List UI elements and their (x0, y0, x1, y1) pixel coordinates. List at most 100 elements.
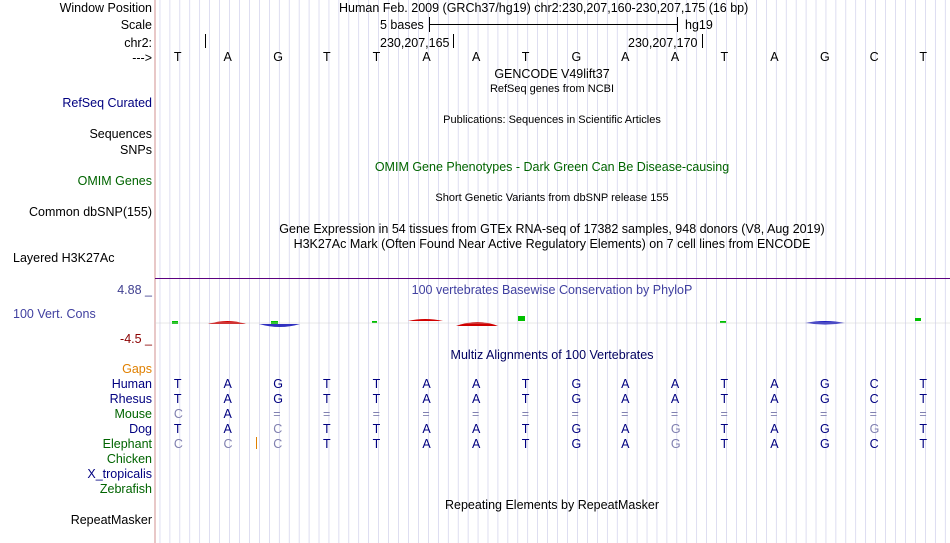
alignment-base: = (621, 407, 629, 421)
species-label-x_tropicalis[interactable]: X_tropicalis (87, 467, 152, 481)
alignment-base: = (919, 407, 927, 421)
alignment-base: A (422, 392, 431, 406)
h3k27ac-track-title[interactable]: H3K27Ac Mark (Often Found Near Active Re… (293, 237, 811, 251)
alignment-base: = (521, 407, 530, 421)
alignment-base: T (322, 392, 331, 406)
alignment-base: A (422, 377, 431, 391)
species-label-rhesus[interactable]: Rhesus (109, 392, 152, 406)
alignment-base: G (819, 437, 830, 451)
conservation-min-label: -4.5 _ (120, 332, 152, 346)
publications-track-title[interactable]: Publications: Sequences in Scientific Ar… (443, 114, 661, 126)
species-label-mouse[interactable]: Mouse (114, 407, 152, 421)
alignment-base: G (819, 422, 830, 436)
phylop-peak-neg (208, 321, 246, 324)
alignment-base: A (422, 422, 431, 436)
scale-label: Scale (120, 18, 152, 32)
phylop-bar (518, 316, 525, 321)
coord-tick-right (702, 34, 703, 48)
alignment-base: T (919, 377, 927, 391)
alignment-base: T (372, 422, 381, 436)
alignment-base: C (173, 437, 183, 451)
alignment-base: G (819, 392, 830, 406)
reference-base: A (422, 50, 431, 64)
scale-bases: 5 bases (380, 18, 424, 32)
alignment-base: = (819, 407, 828, 421)
refseq-track-label[interactable]: RefSeq Curated (62, 96, 152, 110)
sequences-track-label[interactable]: Sequences (89, 127, 152, 141)
alignment-base: G (571, 392, 582, 406)
alignment-base: T (720, 392, 729, 406)
alignment-base: A (770, 422, 779, 436)
coord-right: 230,207,170 (628, 36, 698, 50)
alignment-base: T (322, 437, 331, 451)
conservation-track-label[interactable]: 100 Vert. Cons (13, 307, 96, 321)
phylop-peak-neg (259, 324, 300, 327)
coord-left: 230,207,165 (380, 36, 450, 50)
reference-base: T (322, 50, 331, 64)
h3k27ac-track-label[interactable]: Layered H3K27Ac (13, 251, 115, 265)
alignment-base: T (372, 437, 381, 451)
alignment-base: A (223, 392, 232, 406)
alignment-base: A (223, 422, 232, 436)
strand-label: ---> (132, 51, 152, 65)
alignment-base: T (173, 377, 182, 391)
species-label-zebrafish[interactable]: Zebrafish (99, 482, 152, 496)
alignment-base: A (472, 437, 481, 451)
alignment-base: C (869, 392, 879, 406)
alignment-base: G (670, 437, 681, 451)
scale-bar-left-tick (429, 17, 430, 32)
alignment-base: A (770, 377, 779, 391)
alignment-base: C (273, 422, 283, 436)
species-label-dog[interactable]: Dog (129, 422, 152, 436)
alignment-base: T (322, 377, 331, 391)
alignment-base: = (472, 407, 480, 421)
alignment-base: T (919, 422, 927, 436)
omim-track-title[interactable]: OMIM Gene Phenotypes - Dark Green Can Be… (374, 160, 730, 174)
alignment-base: C (173, 407, 183, 421)
alignment-base: T (521, 422, 530, 436)
reference-base: A (223, 50, 232, 64)
alignment-base: A (472, 377, 481, 391)
conservation-track-title[interactable]: 100 vertebrates Basewise Conservation by… (411, 283, 693, 297)
phylop-peak-neg (456, 322, 498, 326)
species-label-chicken[interactable]: Chicken (106, 452, 152, 466)
gtex-track-title[interactable]: Gene Expression in 54 tissues from GTEx … (279, 222, 825, 236)
omim-track-label[interactable]: OMIM Genes (77, 174, 152, 188)
dbsnp-track-label[interactable]: Common dbSNP(155) (29, 205, 152, 219)
chrom-label: chr2: (124, 36, 152, 50)
alignment-base: A (223, 377, 232, 391)
alignment-base: T (521, 377, 530, 391)
reference-base: G (571, 50, 582, 64)
multiz-track-title[interactable]: Multiz Alignments of 100 Vertebrates (450, 348, 654, 362)
alignment-base: G (571, 422, 582, 436)
alignment-base: A (223, 407, 232, 421)
reference-base: G (819, 50, 830, 64)
alignment-base: T (322, 422, 331, 436)
repeatmasker-track-title[interactable]: Repeating Elements by RepeatMasker (444, 498, 660, 512)
alignment-base: T (919, 392, 927, 406)
alignment-base: T (521, 437, 530, 451)
alignment-base: T (720, 377, 729, 391)
alignment-base: G (670, 422, 681, 436)
repeatmasker-track-label[interactable]: RepeatMasker (70, 513, 152, 527)
species-label-human[interactable]: Human (111, 377, 152, 391)
coord-tick-left (205, 34, 206, 48)
snps-track-label[interactable]: SNPs (120, 143, 152, 157)
scale-bar-right-tick (677, 17, 678, 32)
alignment-base: T (173, 422, 182, 436)
refseq-track-title[interactable]: RefSeq genes from NCBI (489, 83, 615, 95)
alignment-base: = (670, 407, 679, 421)
dbsnp-track-title[interactable]: Short Genetic Variants from dbSNP releas… (435, 192, 669, 204)
insertion-marker (256, 437, 257, 449)
phylop-bar (720, 321, 726, 323)
alignment-base: A (472, 392, 481, 406)
alignment-base: A (770, 437, 779, 451)
alignment-base: G (869, 422, 880, 436)
alignment-base: = (869, 407, 877, 421)
alignment-base: = (273, 407, 281, 421)
species-label-elephant[interactable]: Elephant (102, 437, 152, 451)
alignment-base: G (273, 392, 283, 406)
phylop-bar (915, 318, 921, 321)
alignment-base: T (372, 377, 381, 391)
gencode-track-title[interactable]: GENCODE V49lift37 (494, 67, 610, 81)
